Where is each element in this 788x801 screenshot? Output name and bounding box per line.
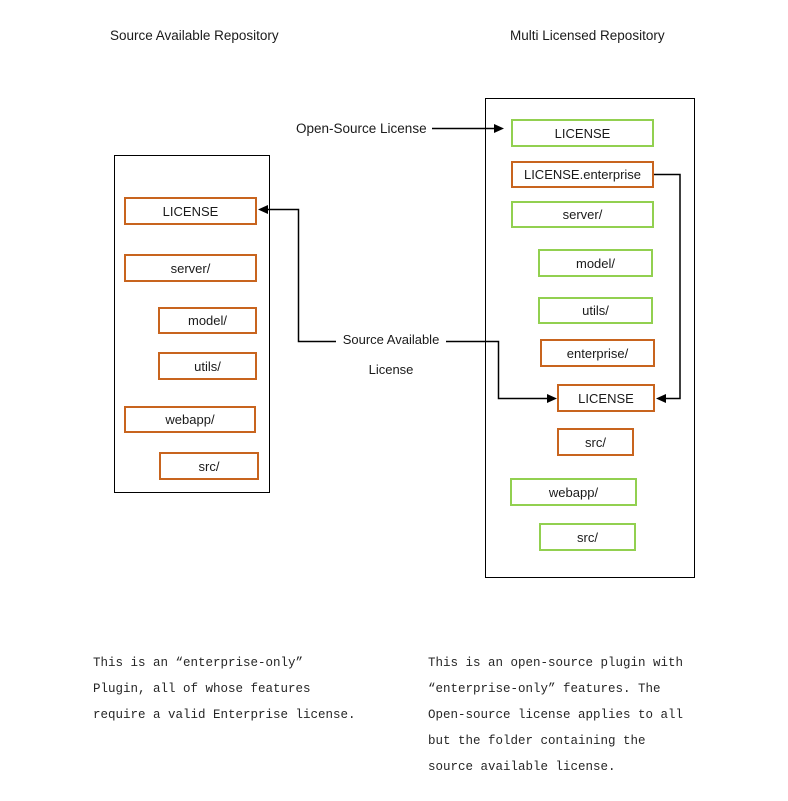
right-repo-container xyxy=(485,98,695,578)
left-repo-caption: This is an “enterprise-only” Plugin, all… xyxy=(93,656,356,722)
arrowhead-icon xyxy=(494,124,504,133)
arrow-line xyxy=(443,340,551,400)
right-box-utils: utils/ xyxy=(538,297,653,324)
left-box-model: model/ xyxy=(158,307,257,334)
right-box-enterprise-src: src/ xyxy=(557,428,634,456)
left-box-webapp: webapp/ xyxy=(124,406,256,433)
right-repo-caption: This is an open-source plugin with “ente… xyxy=(428,656,684,774)
right-box-license-enterprise: LICENSE.enterprise xyxy=(511,161,654,188)
right-box-server: server/ xyxy=(511,201,654,228)
right-box-enterprise: enterprise/ xyxy=(540,339,655,367)
right-box-src: src/ xyxy=(539,523,636,551)
source-available-arrow-to-inner-license xyxy=(443,340,557,403)
left-box-utils: utils/ xyxy=(158,352,257,380)
left-box-server: server/ xyxy=(124,254,257,282)
source-available-arrow-to-left-license xyxy=(258,205,338,343)
right-box-model: model/ xyxy=(538,249,653,277)
right-box-webapp: webapp/ xyxy=(510,478,637,506)
left-box-license: LICENSE xyxy=(124,197,257,225)
left-repo-container xyxy=(114,155,270,493)
right-repo-title: Multi Licensed Repository xyxy=(510,28,665,43)
arrow-line xyxy=(654,173,681,400)
arrowhead-icon xyxy=(656,394,666,403)
arrowhead-icon xyxy=(258,205,268,214)
right-box-license: LICENSE xyxy=(511,119,654,147)
left-repo-title: Source Available Repository xyxy=(110,28,279,43)
open-source-license-label: Open-Source License xyxy=(296,121,427,136)
source-available-license-label: Source Available License xyxy=(336,325,446,385)
enterprise-license-arrow xyxy=(654,173,681,403)
arrowhead-icon xyxy=(547,394,557,403)
right-box-enterprise-license: LICENSE xyxy=(557,384,655,412)
left-box-src: src/ xyxy=(159,452,259,480)
arrow-line xyxy=(264,208,338,343)
